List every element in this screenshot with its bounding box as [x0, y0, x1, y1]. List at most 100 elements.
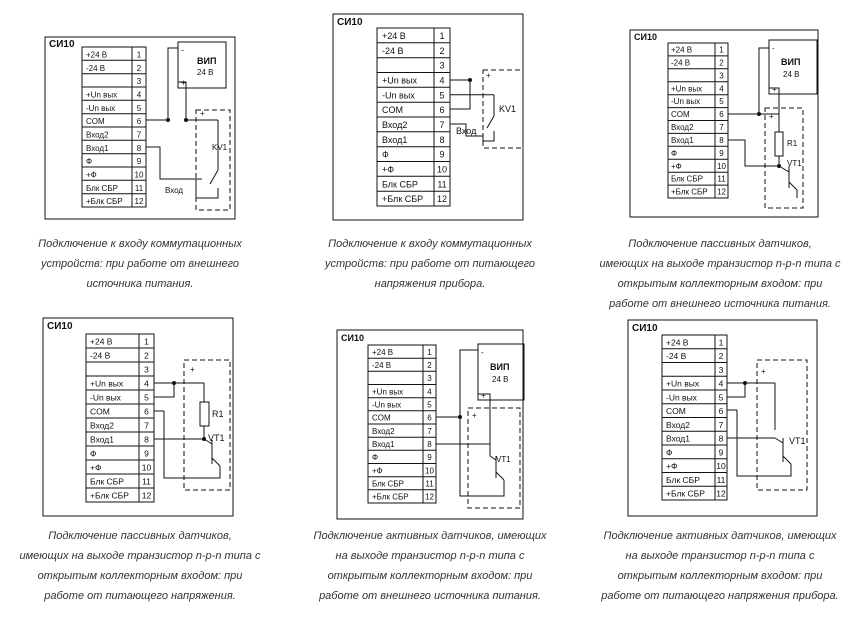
terminal-label: Вход2 — [90, 421, 114, 431]
terminal-number: 5 — [719, 392, 724, 402]
terminal-number: 1 — [144, 337, 149, 347]
terminal-label: +Блк СБР — [671, 188, 708, 197]
wires — [450, 69, 524, 149]
caption: Подключение активных датчиков, имеющих н… — [290, 526, 570, 606]
terminal-label: -24 В — [671, 58, 690, 67]
terminal-number: 8 — [427, 440, 432, 449]
wiring-diagram-1: СИ10 +24 В -24 В +Un вых -Un вых COM Вхо… — [44, 36, 236, 220]
terminal-label: Ф — [382, 150, 389, 160]
caption-line: открытым коллекторным входом: при — [617, 570, 823, 582]
terminal-label: Вход1 — [671, 136, 694, 145]
diagram-2: СИ10 +24 В -24 В +Un вых -Un вых COM Вхо… — [290, 0, 575, 310]
terminal-label: Ф — [671, 149, 677, 158]
terminal-label: -Un вых — [86, 104, 115, 113]
terminal-label: Ф — [372, 453, 378, 462]
terminal-block: +24 В -24 В +Un вых -Un вых COM Вход2 Вх… — [81, 46, 147, 208]
terminal-label: Блк СБР — [382, 179, 418, 189]
wiring-diagram-6: СИ10 +24 В -24 В +Un вых -Un вых COM Вхо… — [627, 319, 818, 517]
supply-voltage: 24 В — [197, 68, 213, 77]
device-name: СИ10 — [632, 323, 658, 334]
terminal-number: 9 — [144, 449, 149, 459]
terminal-label: +Un вых — [666, 379, 700, 389]
terminal-label: -24 В — [666, 351, 687, 361]
terminal-number: 1 — [439, 31, 444, 41]
wiring-diagram-2: СИ10 +24 В -24 В +Un вых -Un вых COM Вхо… — [332, 13, 524, 221]
terminal-label: +Un вых — [382, 76, 418, 86]
terminal-number: 1 — [719, 337, 724, 347]
terminal-number: 7 — [427, 427, 432, 436]
terminal-label: Вход2 — [382, 120, 407, 130]
supply-box: ВИП 24 В - + — [177, 41, 227, 89]
terminal-label: +Un вых — [372, 387, 403, 396]
device-name: СИ10 — [634, 32, 657, 42]
junction-dot — [468, 78, 472, 82]
terminal-number: 10 — [437, 165, 447, 175]
caption-line: имеющих на выходе транзистор n-p-n типа … — [599, 258, 841, 270]
terminal-number: 10 — [716, 461, 726, 471]
transistor-label: VT1 — [208, 433, 225, 443]
wires — [154, 359, 231, 491]
element-label: KV1 — [212, 143, 228, 152]
junction-dot — [166, 118, 170, 122]
terminal-number: 12 — [716, 489, 726, 499]
terminal-number: 11 — [135, 184, 144, 193]
terminal-number: 12 — [135, 197, 144, 206]
terminal-label: Ф — [90, 449, 96, 459]
terminal-label: +24 В — [372, 348, 393, 357]
terminal-label: Блк СБР — [372, 480, 404, 489]
terminal-label: -24 В — [86, 64, 105, 73]
terminal-label: Вход2 — [671, 123, 694, 132]
terminal-number: 9 — [439, 150, 444, 160]
terminal-block: +24 В -24 В +Un вых -Un вых COM Вход2 Вх… — [661, 334, 728, 501]
element-label: KV1 — [499, 104, 516, 114]
plus-sign: + — [772, 85, 777, 94]
terminal-label: Вход2 — [86, 131, 109, 140]
terminal-number: 2 — [719, 58, 724, 67]
resistor-r1 — [199, 401, 210, 427]
supply-box: ВИП 24 В - + — [477, 343, 525, 401]
terminal-label: -24 В — [382, 46, 404, 56]
terminal-label: COM — [382, 105, 403, 115]
minus-sign: - — [181, 45, 184, 55]
terminal-label: Блк СБР — [86, 184, 118, 193]
terminal-number: 8 — [719, 434, 724, 444]
supply-box: ВИП 24 В - + — [768, 39, 818, 95]
terminal-label: +Un вых — [90, 379, 124, 389]
terminal-number: 4 — [439, 76, 444, 86]
terminal-number: 4 — [427, 387, 432, 396]
caption-line: на выходе транзистор n-p-n типа с — [335, 550, 525, 562]
plus-sign: + — [190, 365, 195, 374]
terminal-label: +24 В — [671, 46, 692, 55]
terminal-label: COM — [372, 414, 391, 423]
caption-line: Подключение к входу коммутационных — [328, 238, 532, 250]
resistor-r1 — [774, 131, 784, 157]
terminal-label: +Ф — [666, 461, 677, 471]
terminal-number: 7 — [439, 120, 444, 130]
device-name: СИ10 — [337, 17, 363, 28]
wires — [146, 47, 231, 211]
terminal-label: +Un вых — [86, 91, 117, 100]
terminal-label: +Блк СБР — [666, 489, 705, 499]
terminal-number: 3 — [144, 365, 149, 375]
plus-sign: + — [181, 78, 186, 88]
junction-dot — [458, 415, 462, 419]
minus-sign: - — [772, 44, 775, 53]
resistor-label: R1 — [787, 139, 798, 148]
terminal-number: 7 — [719, 420, 724, 430]
input-label: Вход — [165, 186, 183, 195]
wiring-diagram-4: СИ10 +24 В -24 В +Un вых -Un вых COM Вхо… — [42, 317, 234, 517]
terminal-number: 7 — [719, 123, 724, 132]
relay-dashed-box — [482, 69, 524, 149]
terminal-number: 8 — [144, 435, 149, 445]
caption: Подключение к входу коммутационных устро… — [0, 234, 280, 294]
device-name: СИ10 — [49, 39, 75, 50]
terminal-label: +Ф — [382, 165, 394, 175]
terminal-label: +24 В — [382, 31, 406, 41]
terminal-block: +24 В -24 В +Un вых -Un вых COM Вход2 Вх… — [367, 344, 437, 504]
terminal-label: COM — [671, 110, 690, 119]
terminal-label: Блк СБР — [671, 175, 703, 184]
terminal-label: +Блк СБР — [372, 493, 409, 502]
device-name: СИ10 — [47, 321, 73, 332]
supply-title: ВИП — [490, 362, 509, 372]
terminal-label: -Un вых — [671, 97, 700, 106]
